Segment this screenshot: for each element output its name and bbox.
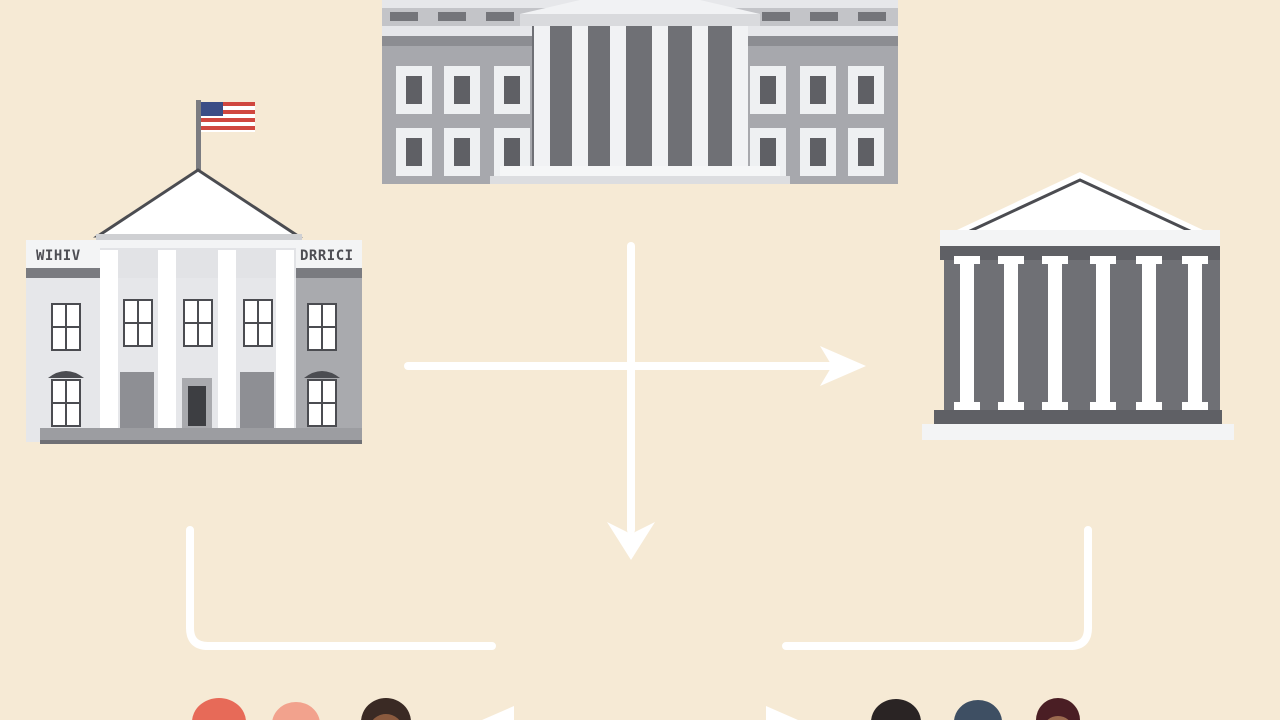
white-house-sign-right: DRRICI xyxy=(300,248,354,264)
connector-left-bracket xyxy=(186,526,496,650)
arrow-head-left-bottom xyxy=(482,706,514,720)
courthouse-icon xyxy=(922,172,1234,440)
people-group-icon xyxy=(192,698,411,720)
white-house-icon xyxy=(26,100,362,444)
connector-right-bracket xyxy=(782,526,1092,650)
capitol-building-icon xyxy=(382,0,898,184)
white-house-sign-left: WIHIV xyxy=(36,248,81,264)
arrow-head-down xyxy=(607,522,655,560)
people-group-icon-right xyxy=(871,698,1080,720)
arrow-head-right-bottom xyxy=(766,706,798,720)
arrow-head-right xyxy=(820,346,866,386)
us-flag-icon xyxy=(201,102,255,132)
